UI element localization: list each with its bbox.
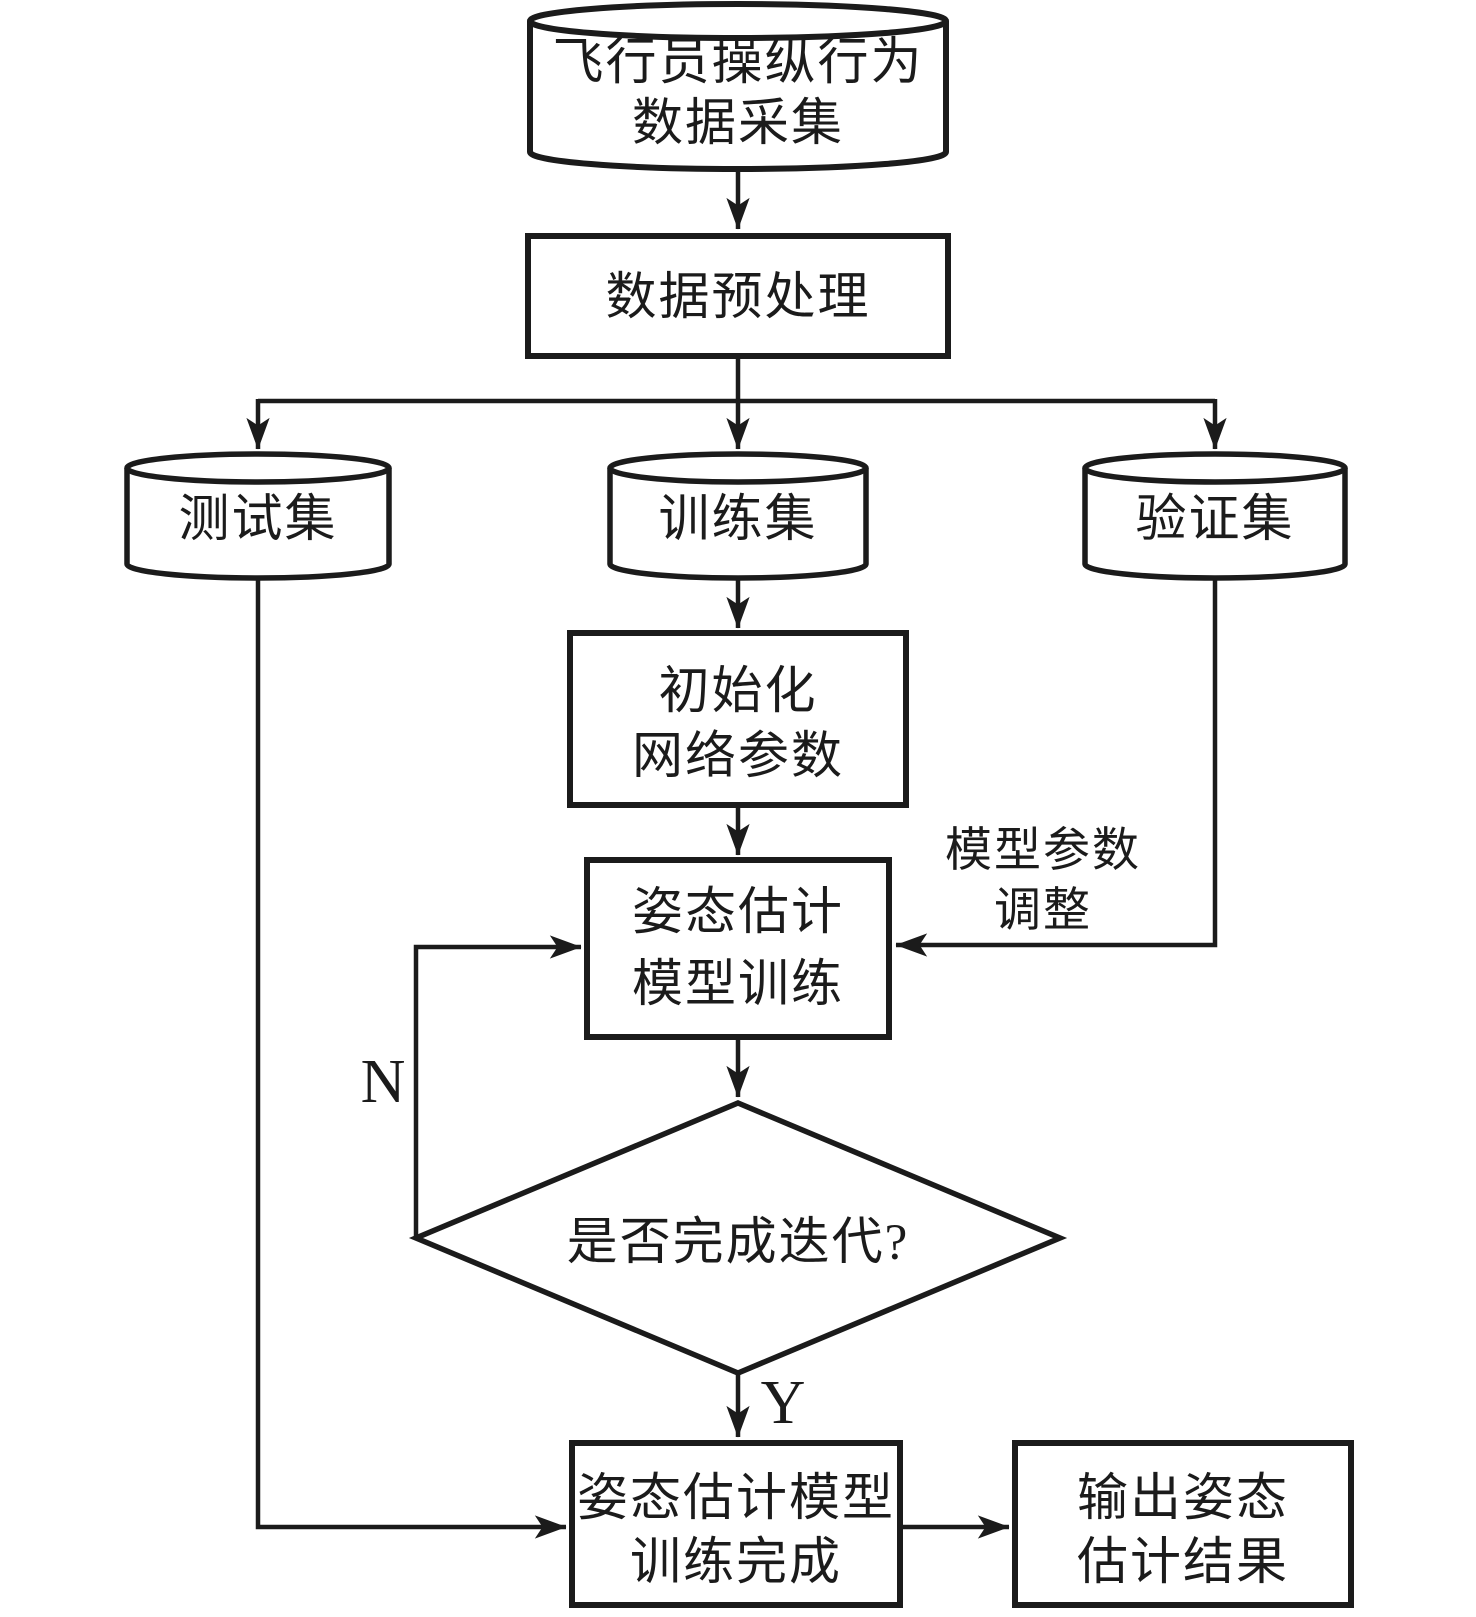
training-complete-label-line1: 姿态估计模型: [577, 1471, 895, 1527]
model-param-adjust-label-line2: 调整: [994, 885, 1092, 937]
data-collection-label-line2: 数据采集: [632, 96, 844, 152]
training-set-cylinder-top: [607, 451, 869, 485]
training-set-label: 训练集: [658, 492, 817, 548]
iteration-check-label: 是否完成迭代?: [567, 1215, 910, 1271]
preprocessing-box: [525, 233, 951, 359]
edge-validation-to-model-training: [895, 578, 1218, 957]
node-init-network-params: 初始化 网络参数: [567, 630, 909, 808]
node-validation-set: 验证集: [1082, 451, 1348, 581]
training-complete-box: [569, 1440, 903, 1608]
node-output-result: 输出姿态 估计结果: [1012, 1440, 1354, 1608]
edge-labels: 模型参数 调整 N Y: [361, 825, 1141, 1437]
init-network-params-box: [567, 630, 909, 808]
node-test-set: 测试集: [124, 451, 392, 581]
init-network-params-label-line2: 网络参数: [632, 728, 844, 785]
pose-model-training-label-line2: 模型训练: [632, 957, 844, 1013]
training-complete-label-line2: 训练完成: [630, 1535, 842, 1591]
validation-set-cylinder-body: [1082, 468, 1348, 581]
model-param-adjust-label-line1: 模型参数: [945, 825, 1141, 877]
init-network-params-label-line1: 初始化: [658, 664, 817, 720]
test-set-cylinder-body: [124, 468, 392, 581]
node-iteration-check: 是否完成迭代?: [408, 1100, 1068, 1376]
test-set-label: 测试集: [178, 492, 337, 548]
edge-test-set-to-training-complete: [255, 578, 567, 1539]
data-collection-cylinder-body: [527, 21, 949, 172]
node-pose-model-training: 姿态估计 模型训练: [584, 857, 892, 1040]
node-data-collection: 飞行员操纵行为 数据采集: [527, 1, 949, 172]
training-set-cylinder-body: [607, 468, 869, 581]
output-result-box: [1012, 1440, 1354, 1608]
node-preprocessing: 数据预处理: [525, 233, 951, 359]
data-collection-label-line1: 飞行员操纵行为: [552, 35, 923, 91]
pose-model-training-label-line1: 姿态估计: [632, 885, 844, 941]
output-result-label-line2: 估计结果: [1077, 1535, 1289, 1591]
validation-set-cylinder-top: [1082, 451, 1348, 485]
node-training-complete: 姿态估计模型 训练完成: [569, 1440, 903, 1608]
edge-decision-no-loop: [413, 935, 582, 1238]
pose-model-training-box: [584, 857, 892, 1040]
output-result-label-line1: 输出姿态: [1077, 1471, 1289, 1527]
node-training-set: 训练集: [607, 451, 869, 581]
data-collection-cylinder-top: [527, 1, 949, 41]
decision-yes-label: Y: [761, 1369, 806, 1437]
decision-no-label: N: [361, 1048, 406, 1116]
validation-set-label: 验证集: [1135, 492, 1294, 548]
test-set-cylinder-top: [124, 451, 392, 485]
preprocessing-label: 数据预处理: [605, 270, 870, 326]
edges: [246, 170, 1227, 1539]
iteration-check-diamond: [408, 1100, 1068, 1376]
